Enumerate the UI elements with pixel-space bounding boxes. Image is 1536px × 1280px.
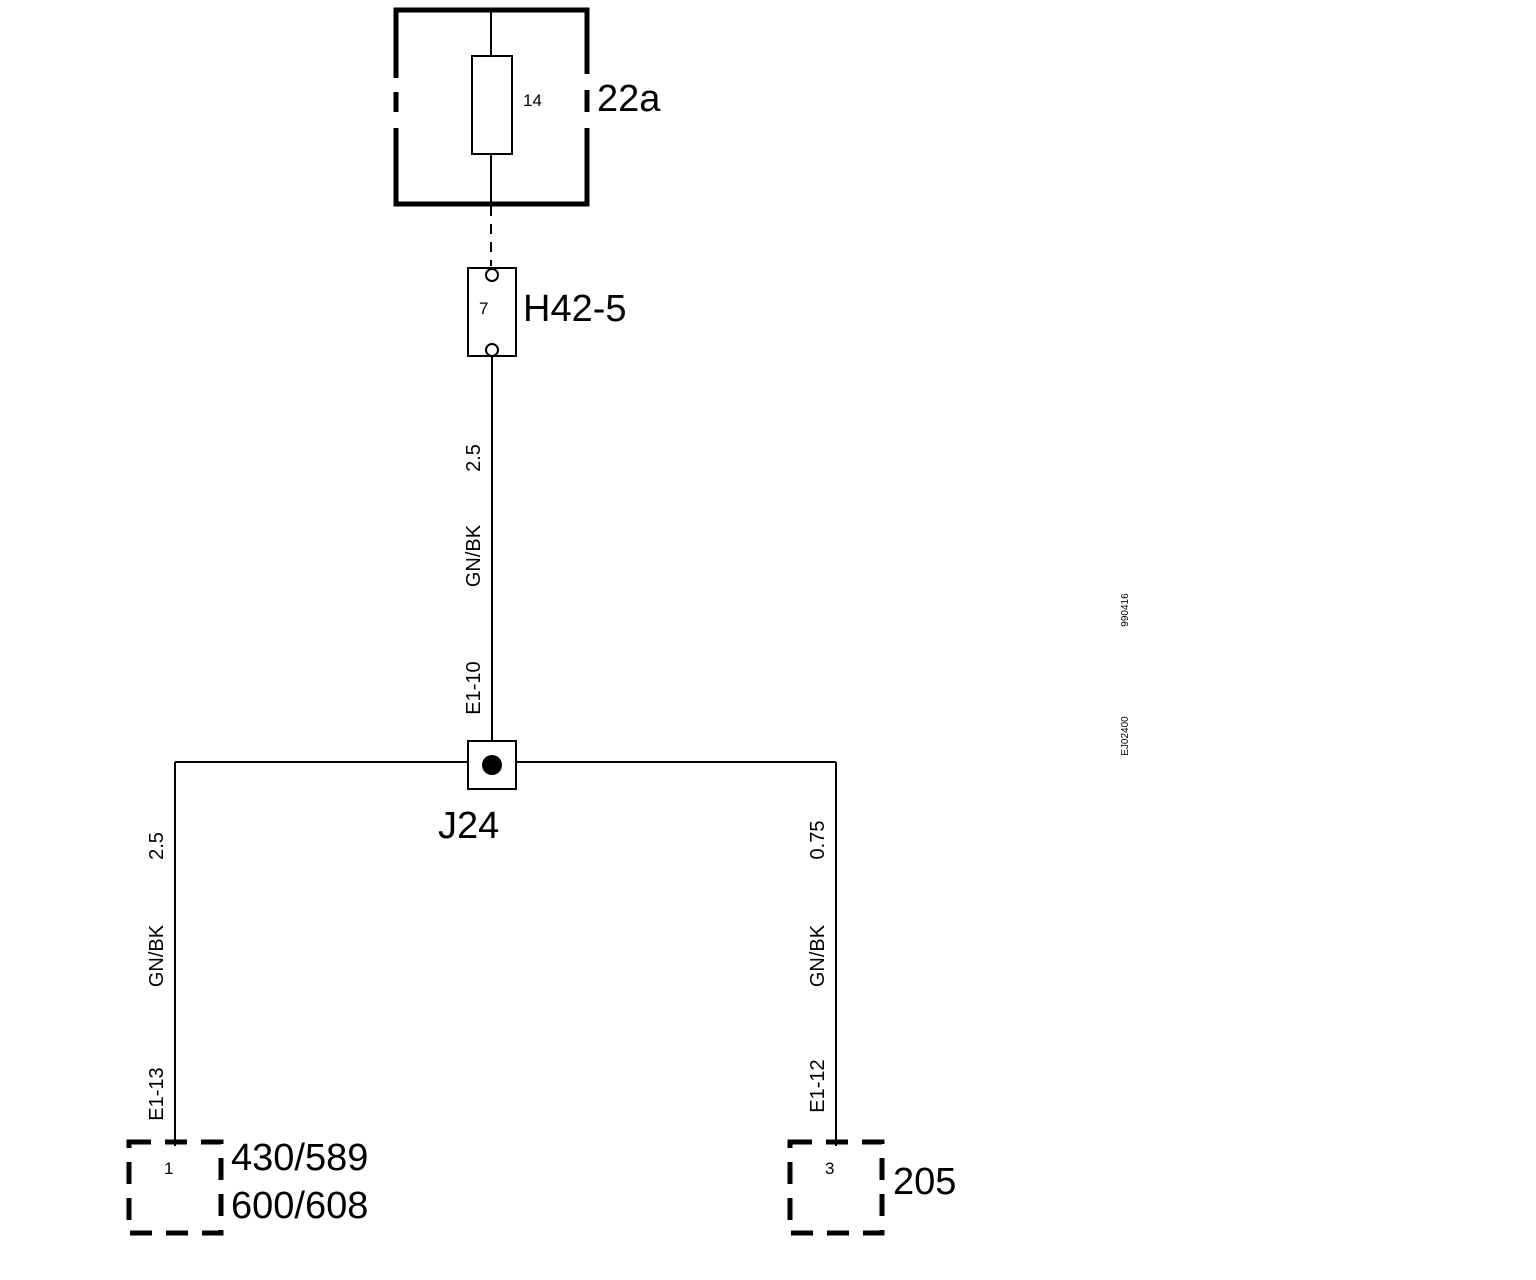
wire-main-size: 2.5 bbox=[463, 444, 485, 472]
component-left-label-1: 430/589 bbox=[231, 1137, 368, 1179]
wire-left-color: GN/BK bbox=[146, 924, 168, 987]
splice-label: J24 bbox=[438, 805, 499, 847]
wire-right-size: 0.75 bbox=[807, 821, 829, 860]
component-left-box bbox=[126, 1139, 224, 1236]
connector-pin-top bbox=[485, 268, 499, 282]
component-left-label-2: 600/608 bbox=[231, 1185, 368, 1227]
fuse-symbol bbox=[471, 55, 513, 155]
component-left-pin: 1 bbox=[164, 1159, 173, 1178]
date-code: 990416 bbox=[1120, 593, 1131, 627]
wire-left-code: E1-13 bbox=[146, 1067, 168, 1120]
fuse-box-label: 22a bbox=[597, 78, 661, 120]
connector-pin-number: 7 bbox=[479, 299, 488, 318]
component-right-box bbox=[787, 1139, 885, 1236]
connector-label: H42-5 bbox=[523, 288, 627, 330]
component-right-pin: 3 bbox=[825, 1159, 834, 1178]
connector-h42 bbox=[467, 267, 517, 357]
wire-right-color: GN/BK bbox=[807, 924, 829, 987]
component-right-label: 205 bbox=[893, 1161, 956, 1203]
fuse-number: 14 bbox=[523, 91, 542, 110]
connector-pin-bottom bbox=[485, 343, 499, 357]
wire-left-size: 2.5 bbox=[146, 832, 168, 860]
wire-right-code: E1-12 bbox=[807, 1059, 829, 1112]
wire-main-code: E1-10 bbox=[463, 661, 485, 714]
splice-dot bbox=[482, 755, 502, 775]
wire-main-color: GN/BK bbox=[463, 524, 485, 587]
drawing-code: EJ02400 bbox=[1120, 716, 1131, 756]
